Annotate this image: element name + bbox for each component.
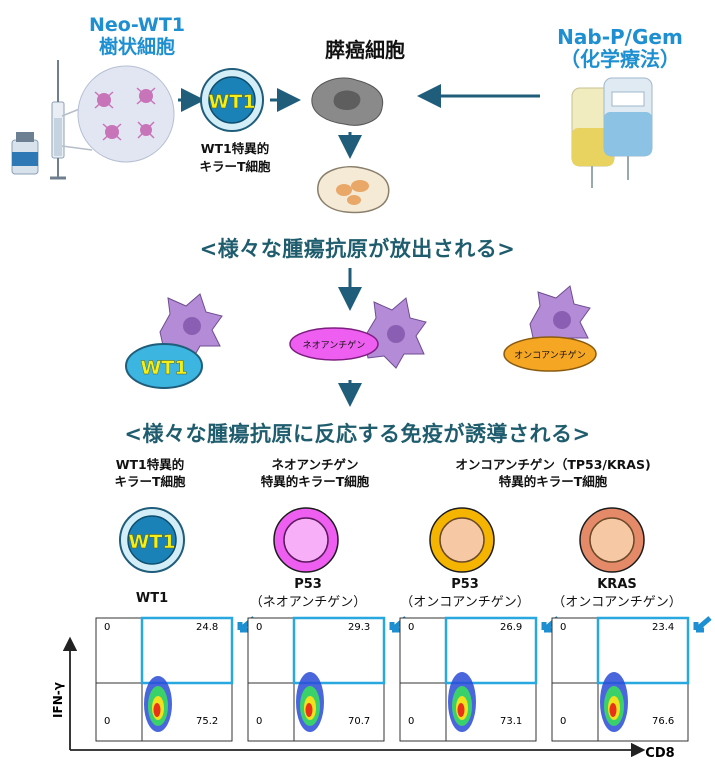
neo-wt1-title-line1: Neo-WT1 [88, 14, 185, 36]
flow-panel-kras-onco: 0 23.4 0 76.6 [551, 616, 712, 742]
plot-title-wt1-line1: WT1 [135, 591, 169, 606]
flow-plots: IFN-γ CD8 0 24.8 0 75.2 0 29.3 0 [51, 616, 712, 761]
chemo-title-line2: （化学療法） [560, 47, 680, 71]
antigen-illustration: WT1 ネオアンチゲン オンコアンチゲン [125, 268, 597, 407]
vial-icon [11, 132, 39, 175]
q-ll-kras-onco: 0 [560, 716, 566, 727]
plot-title-p53-neo-line2: （ネオアンチゲン） [249, 595, 367, 610]
ctl-type-label-wt1: WT1特異的 キラーT細胞 [90, 456, 210, 490]
lysed-tumor-cell-icon [317, 166, 390, 214]
wt1-ctl-label-line2: キラーT細胞 [199, 159, 271, 174]
q-ll-wt1: 0 [104, 716, 110, 727]
q-ul-wt1: 0 [104, 622, 110, 633]
iv-bags-icon [571, 77, 653, 188]
oncoantigen-label: オンコアンチゲン [514, 349, 586, 361]
plot-title-p53-onco: P53 （オンコアンチゲン） [390, 576, 540, 612]
neoantigen-ellipse [289, 327, 379, 361]
syringe-icon [50, 60, 66, 180]
density-blob-wt1 [144, 676, 172, 732]
oncoantigen-ellipse [503, 336, 597, 372]
plot-title-wt1: WT1 [112, 590, 192, 608]
chemo-title: Nab-P/Gem （化学療法） [540, 26, 700, 70]
wt1-badge-top: WT1 [208, 91, 255, 113]
density-blob-p53-neo [296, 672, 324, 732]
ctl-type-label-onco-line1: オンコアンチゲン（TP53/KRAS) [455, 457, 651, 472]
chemo-title-line1: Nab-P/Gem [557, 25, 683, 49]
density-blob-kras-onco [600, 672, 628, 732]
pancreatic-cancer-title: 膵癌細胞 [325, 38, 405, 62]
q-ur-wt1: 24.8 [196, 622, 218, 633]
q-ll-p53-neo: 0 [256, 716, 262, 727]
banner-immunity-induced: <様々な腫瘍抗原に反応する免疫が誘導される> [124, 422, 591, 446]
plot-title-kras-onco: KRAS （オンコアンチゲン） [542, 576, 692, 612]
gate-box-p53-neo [292, 616, 386, 685]
flow-panel-p53-neo: 0 29.3 0 70.7 [247, 616, 408, 742]
flow-panel-wt1: 0 24.8 0 75.2 [95, 616, 256, 742]
q-lr-p53-onco: 73.1 [500, 716, 522, 727]
q-lr-wt1: 75.2 [196, 716, 218, 727]
wt1-ctl-label-line1: WT1特異的 [200, 141, 270, 156]
wt1-antigen-label: WT1 [140, 357, 187, 379]
ctl-type-label-neo: ネオアンチゲン 特異的キラーT細胞 [235, 456, 395, 490]
plot-title-kras-onco-line2: （オンコアンチゲン） [552, 595, 682, 610]
ctl-type-label-neo-line1: ネオアンチゲン [271, 457, 359, 472]
y-axis-label: IFN-γ [51, 682, 65, 718]
ctl-type-label-onco-line2: 特異的キラーT細胞 [498, 474, 608, 489]
q-ur-p53-neo: 29.3 [348, 622, 370, 633]
neo-wt1-title: Neo-WT1 樹状細胞 [72, 14, 202, 58]
wt1-antigen-ellipse [125, 343, 203, 389]
ctl-type-label-wt1-line1: WT1特異的 [115, 457, 185, 472]
q-ur-kras-onco: 23.4 [652, 622, 674, 633]
ctl-type-label-wt1-line2: キラーT細胞 [114, 474, 186, 489]
ctl-cell-p53-onco [429, 507, 495, 573]
ctl-type-label-onco: オンコアンチゲン（TP53/KRAS) 特異的キラーT細胞 [408, 456, 698, 490]
gate-box-p53-onco [444, 616, 538, 685]
q-ul-p53-onco: 0 [408, 622, 414, 633]
top-illustration: WT1 [11, 60, 653, 214]
wt1-ctl-label-top: WT1特異的 キラーT細胞 [190, 140, 280, 176]
plot-title-p53-onco-line2: （オンコアンチゲン） [400, 595, 530, 610]
q-ll-p53-onco: 0 [408, 716, 414, 727]
plot-title-p53-neo-line1: P53 [294, 577, 322, 592]
ctl-cell-wt1-badge: WT1 [128, 531, 175, 553]
q-lr-kras-onco: 76.6 [652, 716, 674, 727]
q-ul-p53-neo: 0 [256, 622, 262, 633]
ctl-cell-neo [273, 507, 339, 573]
plot-title-p53-neo: P53 （ネオアンチゲン） [238, 576, 378, 612]
x-axis-label: CD8 [645, 746, 674, 761]
highlight-arrow-kras-onco [693, 616, 712, 633]
wt1-ctl-cell-top: WT1 [200, 68, 264, 132]
dendritic-cells-bubble [77, 65, 175, 163]
q-lr-p53-neo: 70.7 [348, 716, 370, 727]
q-ur-p53-onco: 26.9 [500, 622, 522, 633]
ctl-cells-row: WT1 [119, 507, 645, 573]
banner-antigens-released: <様々な腫瘍抗原が放出される> [199, 237, 516, 261]
q-ul-kras-onco: 0 [560, 622, 566, 633]
plot-title-kras-onco-line1: KRAS [597, 577, 637, 592]
flow-panel-p53-onco: 0 26.9 0 73.1 [399, 616, 560, 742]
ctl-type-label-neo-line2: 特異的キラーT細胞 [260, 474, 370, 489]
ctl-cell-wt1: WT1 [119, 507, 185, 573]
neo-wt1-title-line2: 樹状細胞 [98, 36, 175, 58]
density-blob-p53-onco [448, 672, 476, 732]
gate-box-wt1 [140, 616, 234, 685]
neoantigen-label: ネオアンチゲン [303, 339, 366, 351]
gate-box-kras-onco [596, 616, 690, 685]
plot-title-p53-onco-line1: P53 [451, 577, 479, 592]
ctl-cell-kras-onco [579, 507, 645, 573]
